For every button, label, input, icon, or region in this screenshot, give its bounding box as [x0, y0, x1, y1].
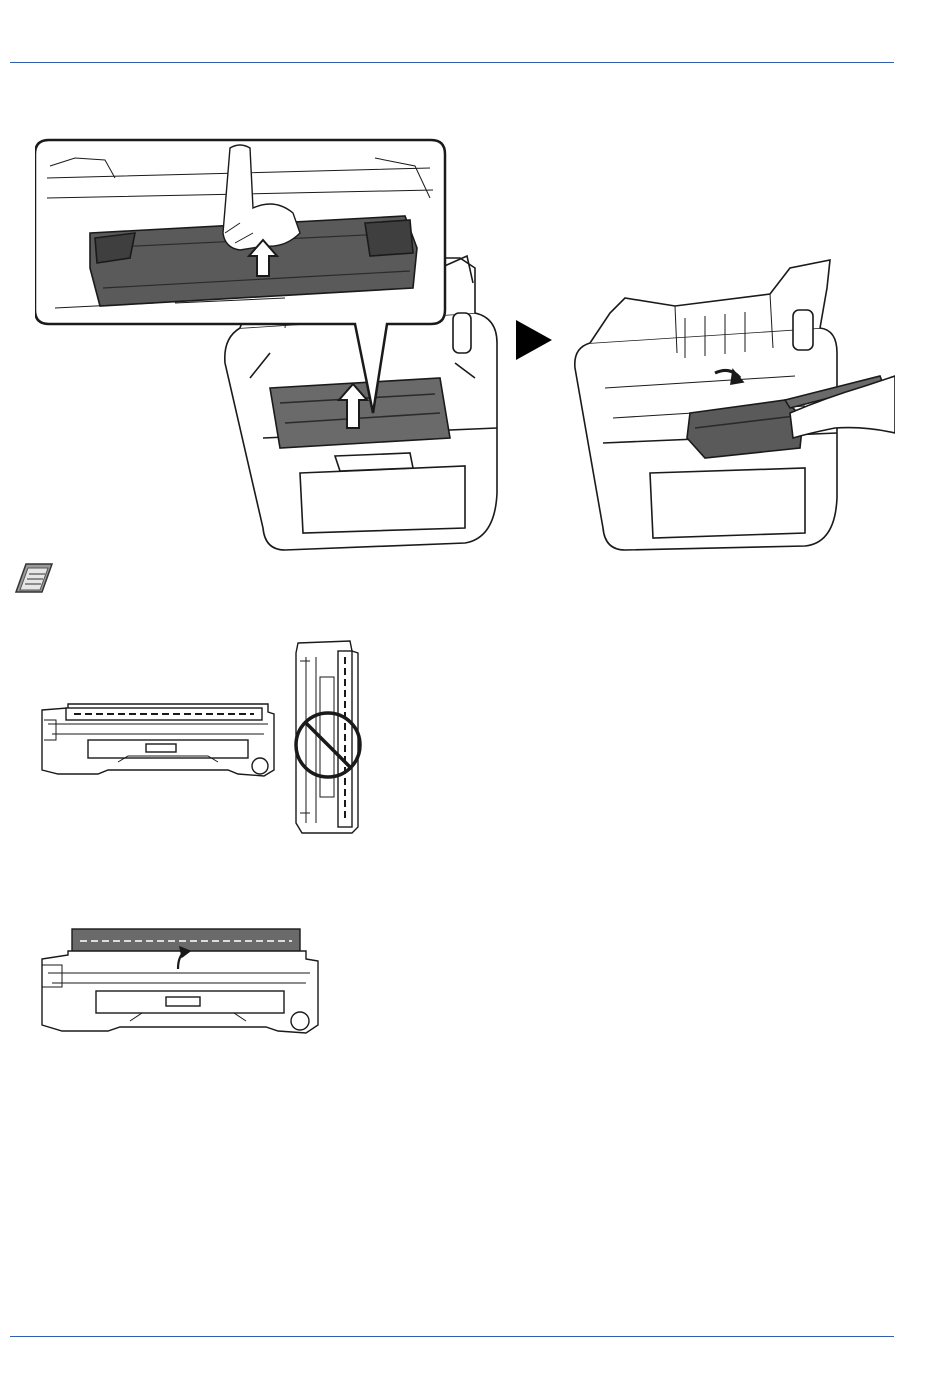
next-step-arrow — [514, 318, 554, 362]
drum-unit-horizontal-figure — [38, 700, 276, 780]
drum-lift-out-figure — [565, 258, 895, 554]
note-icon — [12, 560, 56, 596]
drum-cover-removal-figure — [38, 925, 323, 1040]
drum-removal-figure — [35, 138, 505, 553]
header-rule — [10, 62, 894, 63]
drum-unit-upright-figure — [288, 637, 366, 837]
footer-rule — [10, 1336, 894, 1337]
